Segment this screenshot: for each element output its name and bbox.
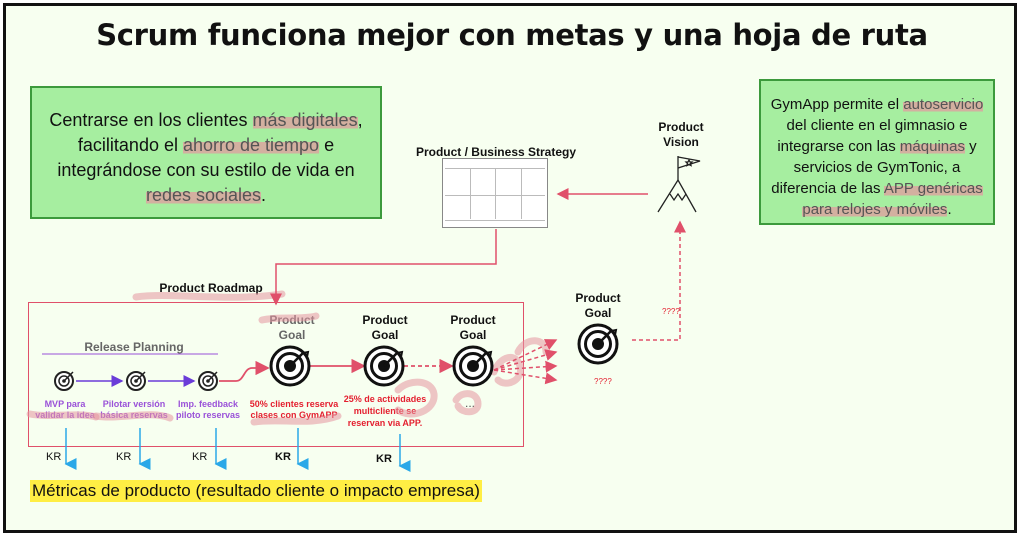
kr-arrows — [64, 428, 411, 472]
customer-focus-text-2: , facilitando el — [77, 110, 363, 155]
goal-4-label-2: Goal — [584, 306, 612, 320]
customer-focus-text-4: . — [261, 185, 267, 205]
customer-focus-highlight-2: ahorro de tiempo — [182, 135, 320, 155]
goal-3-label-1: Product — [450, 313, 496, 327]
roadmap-label: Product Roadmap — [159, 281, 263, 295]
goal-3-label-2: Goal — [459, 328, 487, 342]
gymapp-text-1: GymApp permite el — [770, 96, 904, 113]
release-to-goal-arrow — [219, 360, 270, 382]
goal-2-label-2: Goal — [371, 328, 399, 342]
gymapp-text-2: del cliente en el gimnasio e integrarse … — [777, 117, 968, 155]
product-goal-target-icons — [269, 323, 619, 387]
kr-label-3: KR — [192, 451, 208, 463]
release-target-icons — [54, 371, 218, 391]
goal-2-text-3: reservan via APP. — [347, 418, 423, 428]
kr-label-5: KR — [376, 453, 392, 465]
release-1-label-1: MVP para — [44, 399, 86, 409]
gymapp-text-4: . — [947, 201, 952, 218]
release-3-label-1: Imp. feedback — [177, 399, 239, 409]
goal-2-text-1: 25% de actividades — [343, 394, 427, 404]
product-metrics-label: Métricas de producto (resultado cliente … — [30, 480, 482, 502]
strategy-to-roadmap-arrow — [270, 229, 497, 306]
kr-label-2: KR — [116, 451, 132, 463]
release-3-label-2: piloto reservas — [175, 410, 241, 420]
customer-focus-highlight-1: más digitales — [252, 110, 358, 130]
question-marks-2: ???? — [594, 377, 612, 386]
gymapp-highlight-1: autoservicio — [903, 96, 984, 113]
gymapp-text-3: y servicios de GymTonic, a diferencia de… — [771, 138, 977, 197]
customer-focus-text-1: Centrarse en los clientes — [49, 110, 253, 130]
goal-2-text-2: multicliente se — [353, 406, 417, 416]
page-title: Scrum funciona mejor con metas y una hoj… — [96, 18, 928, 52]
goal-1-label-2: Goal — [278, 328, 306, 342]
more-goals-ellipsis: ... — [464, 396, 475, 410]
future-goal-arrows — [493, 339, 558, 385]
goal-2-label-1: Product — [362, 313, 408, 327]
vision-label-1: Product — [658, 120, 704, 134]
business-strategy-canvas — [442, 158, 548, 228]
strategy-label: Product / Business Strategy — [415, 145, 577, 159]
goal-1-text-2: clases con GymAPP — [250, 410, 338, 420]
mountain-flag-icon — [657, 156, 701, 213]
kr-label-4: KR — [275, 451, 291, 463]
release-2-label-1: Pilotar versión — [102, 399, 166, 409]
customer-focus-highlight-3: redes sociales — [145, 185, 262, 205]
vision-label-2: Vision — [663, 135, 699, 149]
goal-to-vision-arrow — [632, 220, 686, 341]
gymapp-vision-box: GymApp permite el autoservicio del clien… — [759, 79, 995, 225]
goal-4-label-1: Product — [575, 291, 621, 305]
kr-label-1: KR — [46, 451, 62, 463]
customer-focus-text-3: e integrándose con su estilo de vida en — [57, 135, 355, 180]
goal-1-text-1: 50% clientes reserva — [249, 399, 339, 409]
release-planning-label: Release Planning — [84, 340, 184, 354]
customer-focus-box: Centrarse en los clientes más digitales,… — [30, 86, 382, 219]
question-marks-1: ???? — [662, 307, 680, 316]
gymapp-highlight-2: máquinas — [899, 138, 965, 155]
